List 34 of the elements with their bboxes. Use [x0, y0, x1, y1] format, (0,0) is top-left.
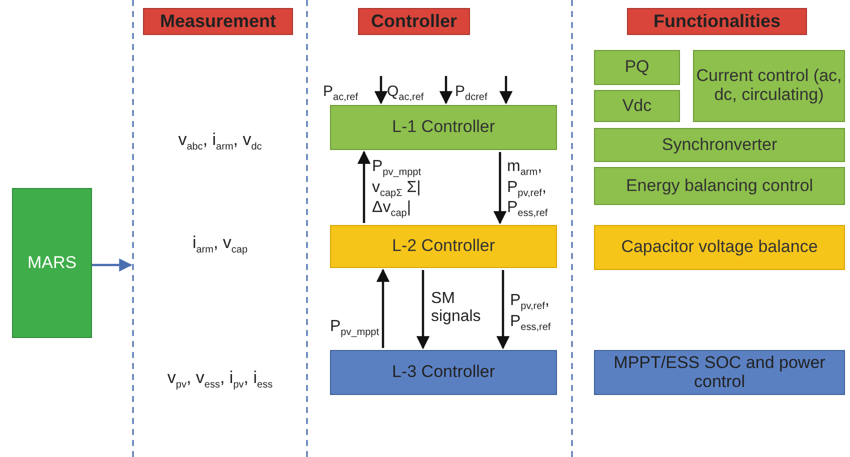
edge-label: P$_{pv_mppt}$ — [330, 318, 380, 339]
signal-label: i$_{arm}$, v$_{cap}$ — [191, 233, 249, 256]
edge-label: P$_{dcref}$ — [455, 83, 488, 104]
function-box: Energy balancing control — [594, 167, 845, 205]
controller-box: L-1 Controller — [330, 105, 557, 150]
function-box: PQ — [594, 50, 680, 85]
arrow — [376, 268, 390, 348]
arrow — [374, 76, 388, 104]
signal-label: v$_{abc}$, i$_{arm}$, v$_{dc}$ — [177, 130, 263, 153]
column-header: Measurement — [143, 8, 293, 35]
controller-box: L-3 Controller — [330, 350, 557, 395]
arrow — [357, 150, 371, 223]
controller-box: L-2 Controller — [330, 225, 557, 268]
edge-label: Q$_{ac,ref}$ — [387, 83, 425, 104]
edge-label: P$_{pv_mppt}$ v$_{capΣ}$ Σ|Δv$_{cap}$| — [372, 158, 422, 220]
mars-box: MARS — [12, 188, 92, 338]
column-header: Controller — [358, 8, 470, 35]
function-box: MPPT/ESS SOC and power control — [594, 350, 845, 395]
function-box: Capacitor voltage balance — [594, 225, 845, 270]
function-box: Synchronverter — [594, 128, 845, 162]
arrow — [496, 270, 510, 350]
function-box: Vdc — [594, 90, 680, 122]
column-header: Functionalities — [627, 8, 807, 35]
arrow — [493, 152, 507, 224]
arrow — [439, 76, 453, 104]
edge-label: m$_{arm}$, P$_{pv,ref}$, P$_{ess,ref}$ — [507, 158, 549, 220]
arrow — [416, 270, 430, 350]
edge-label: SM signals — [431, 290, 482, 327]
function-box: Current control (ac, dc, circulating) — [693, 50, 845, 122]
arrow — [92, 258, 132, 272]
edge-label: P$_{ac,ref}$ — [323, 83, 360, 104]
edge-label: P$_{pv,ref}$, P$_{ess,ref}$ — [510, 292, 552, 334]
signal-label: v$_{pv}$, v$_{ess}$, i$_{pv}$, i$_{ess}$ — [166, 368, 274, 391]
arrow — [499, 76, 513, 104]
